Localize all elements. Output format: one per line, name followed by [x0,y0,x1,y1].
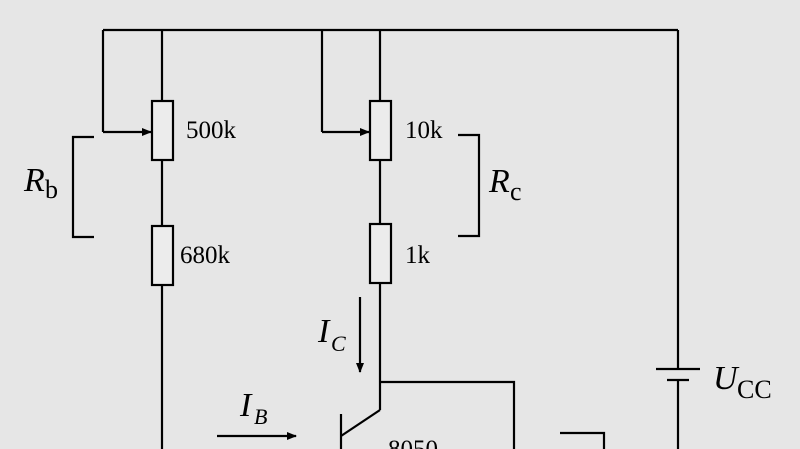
transistor-model: 8050 [388,436,438,449]
rc-fixed-resistor [368,222,393,285]
collector-output-wire [380,380,516,449]
ic-subscript: C [331,331,346,356]
rb-bracket [71,135,94,239]
rc-fixed-value: 1k [405,242,431,269]
output-bracket [560,431,606,449]
rc-pot-value: 10k [405,117,443,144]
rc-bracket [458,133,481,238]
ucc-subscript: CC [737,375,772,404]
ib-symbol: I [239,387,253,424]
rc-potentiometer [368,99,393,162]
rb-fixed-resistor [150,224,175,287]
rb-symbol: R [23,162,45,199]
rc-subscript: c [510,177,522,206]
rc-symbol: R [488,163,510,200]
ic-symbol: I [317,313,331,350]
transistor-collector-lead [340,409,381,437]
ucc-symbol: U [713,360,740,397]
ib-subscript: B [254,404,267,429]
rb-pot-value: 500k [186,117,237,144]
rb-subscript: b [45,175,58,204]
rb-fixed-value: 680k [180,242,231,269]
rb-potentiometer [150,99,175,162]
